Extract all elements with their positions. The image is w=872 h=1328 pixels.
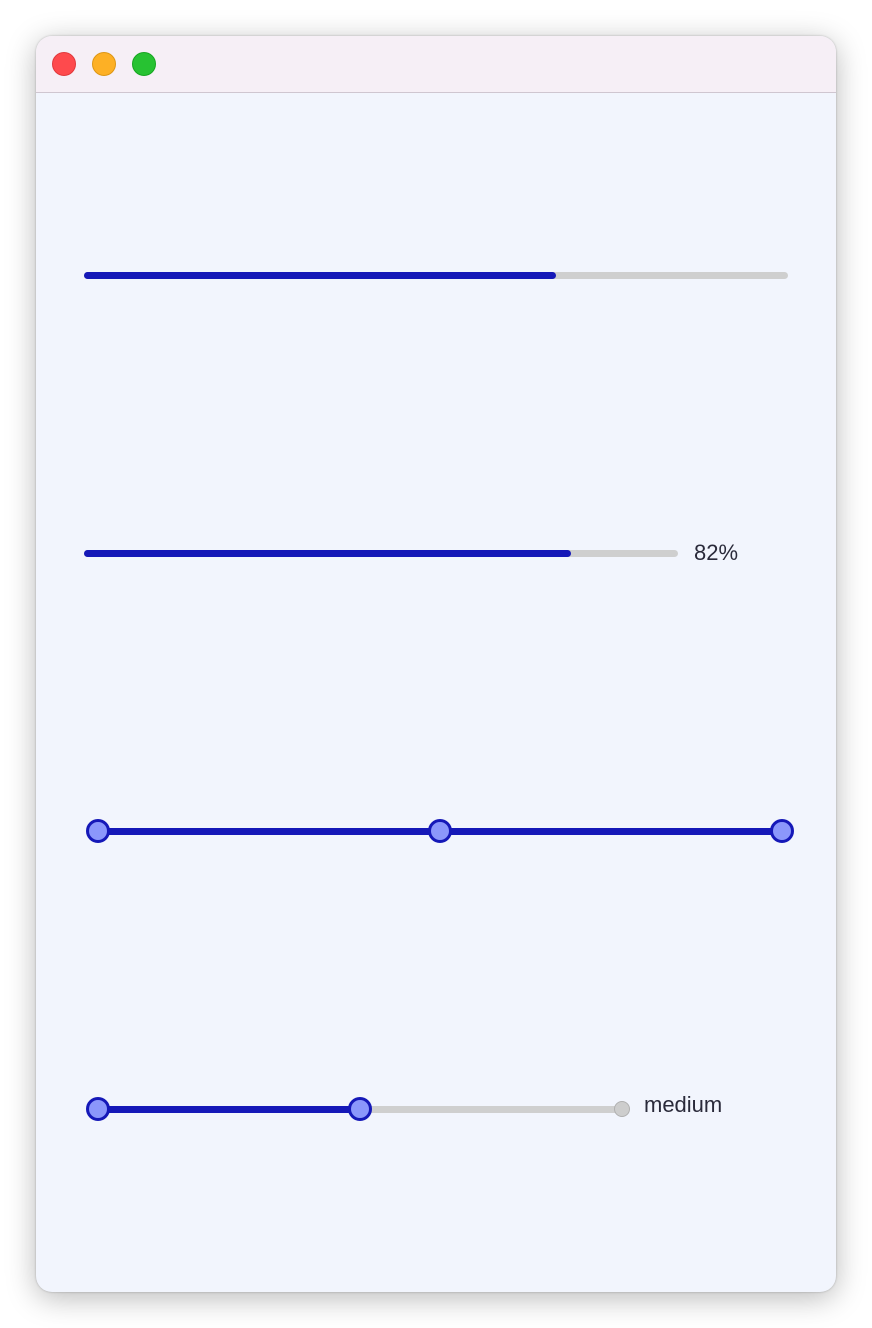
app-window: 82% medium <box>36 36 836 1292</box>
close-window-button[interactable] <box>52 52 76 76</box>
level-slider-fill <box>97 1106 360 1113</box>
level-slider-handle[interactable] <box>348 1097 372 1121</box>
progress-bar-fill <box>84 272 556 279</box>
progress-bar-with-label <box>84 550 678 557</box>
title-bar <box>36 36 836 93</box>
progress-bar-fill <box>84 550 572 557</box>
level-slider-stop-low[interactable] <box>86 1097 110 1121</box>
step-slider-stop-1[interactable] <box>86 819 110 843</box>
progress-bar <box>84 272 788 279</box>
progress-percent-label: 82% <box>694 540 739 565</box>
step-slider-stop-3[interactable] <box>770 819 794 843</box>
level-slider-label: medium <box>644 1092 723 1117</box>
minimize-window-button[interactable] <box>92 52 116 76</box>
step-slider-stop-2[interactable] <box>428 819 452 843</box>
level-slider-stop-high[interactable] <box>614 1101 630 1117</box>
maximize-window-button[interactable] <box>132 52 156 76</box>
